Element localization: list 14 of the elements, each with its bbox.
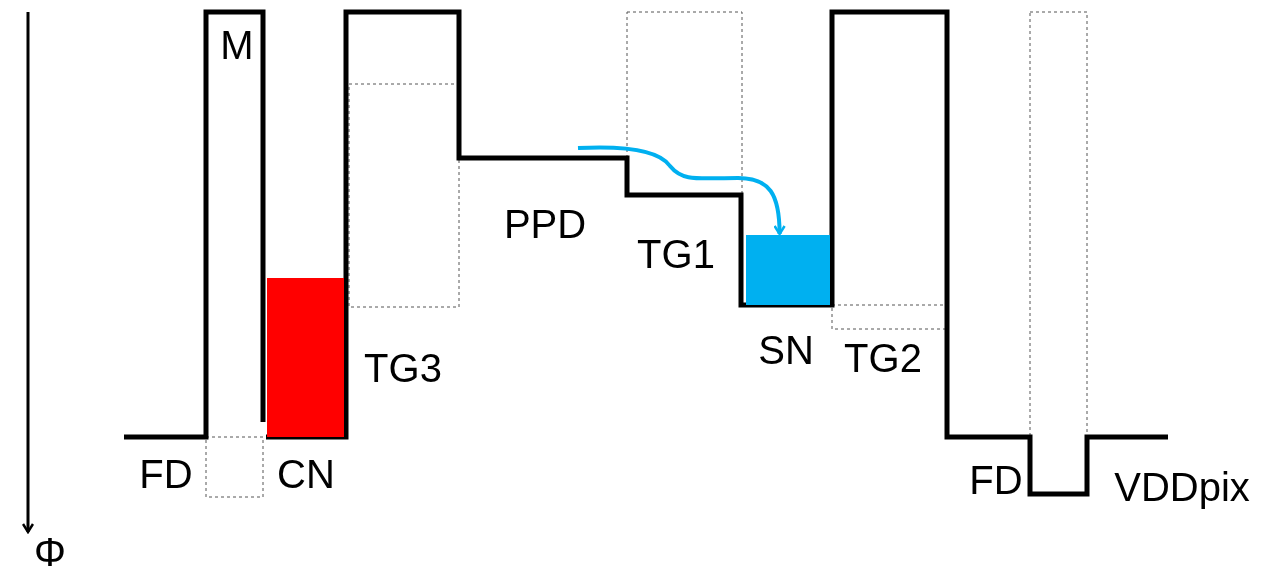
arrow bbox=[577, 145, 786, 236]
region-label: FD bbox=[139, 454, 193, 494]
region-label: M bbox=[220, 25, 254, 65]
region-label: TG3 bbox=[364, 348, 442, 388]
region-label: TG2 bbox=[844, 338, 922, 378]
axis-label: Φ bbox=[34, 532, 66, 570]
region-label: VDDpix bbox=[1114, 467, 1250, 507]
region-label: CN bbox=[277, 454, 335, 494]
region-label: SN bbox=[758, 330, 814, 370]
charge-packet bbox=[746, 235, 830, 305]
region-label: PPD bbox=[503, 204, 587, 244]
region-label: FD bbox=[969, 460, 1023, 500]
charge-packet bbox=[267, 278, 344, 437]
region-label: TG1 bbox=[637, 234, 715, 274]
